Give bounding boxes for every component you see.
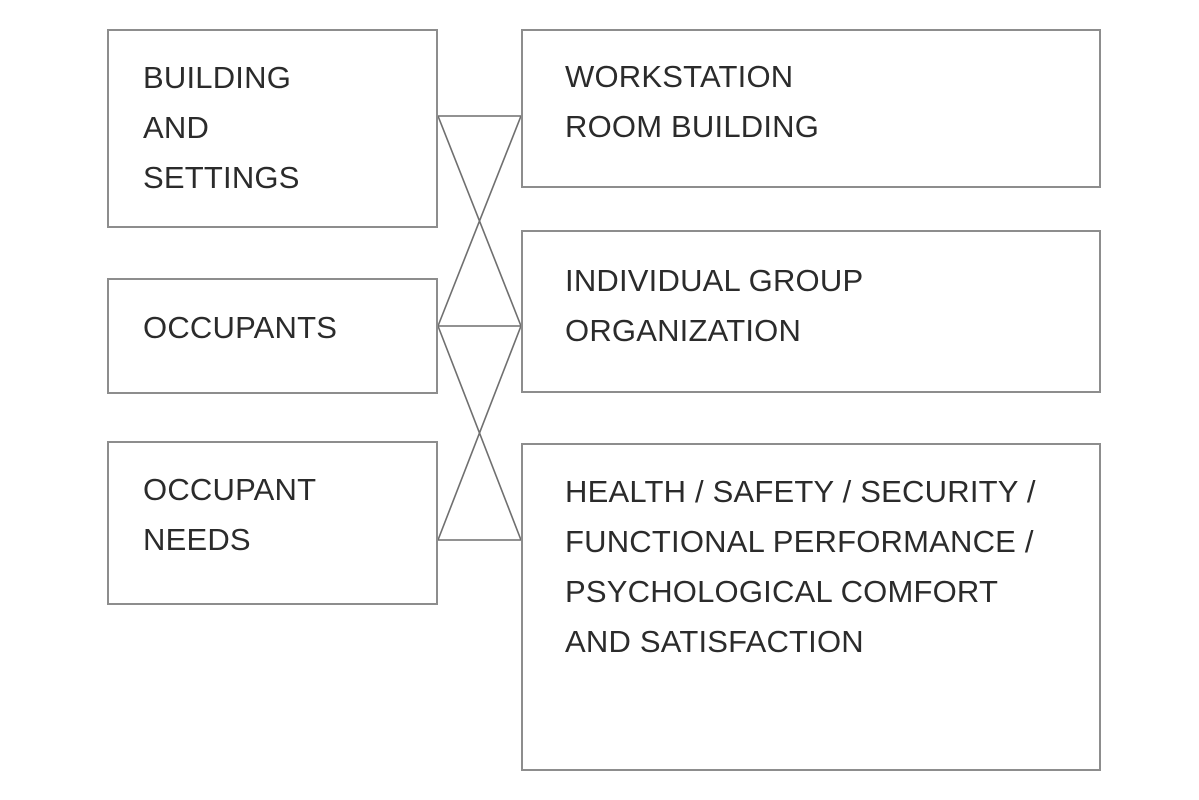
node-health-safety-security-label: HEALTH / SAFETY / SECURITY / FUNCTIONAL …: [565, 474, 1036, 659]
node-individual-group-organization-label: INDIVIDUAL GROUP ORGANIZATION: [565, 263, 864, 348]
node-building-and-settings[interactable]: BUILDING AND SETTINGS: [107, 29, 438, 228]
node-occupants[interactable]: OCCUPANTS: [107, 278, 438, 394]
node-occupant-needs-label: OCCUPANT NEEDS: [143, 472, 317, 557]
node-individual-group-organization[interactable]: INDIVIDUAL GROUP ORGANIZATION: [521, 230, 1101, 393]
node-occupant-needs[interactable]: OCCUPANT NEEDS: [107, 441, 438, 605]
connector-occupants-to-health: [437, 325, 522, 541]
connector-building-to-individual: [437, 115, 522, 327]
node-workstation-room-building-label: WORKSTATION ROOM BUILDING: [565, 59, 820, 144]
connector-needs-to-individual: [437, 325, 522, 541]
connector-occupants-to-workstation: [437, 115, 522, 327]
node-health-safety-security[interactable]: HEALTH / SAFETY / SECURITY / FUNCTIONAL …: [521, 443, 1101, 771]
node-building-and-settings-label: BUILDING AND SETTINGS: [143, 60, 300, 195]
node-workstation-room-building[interactable]: WORKSTATION ROOM BUILDING: [521, 29, 1101, 188]
node-occupants-label: OCCUPANTS: [143, 310, 338, 345]
